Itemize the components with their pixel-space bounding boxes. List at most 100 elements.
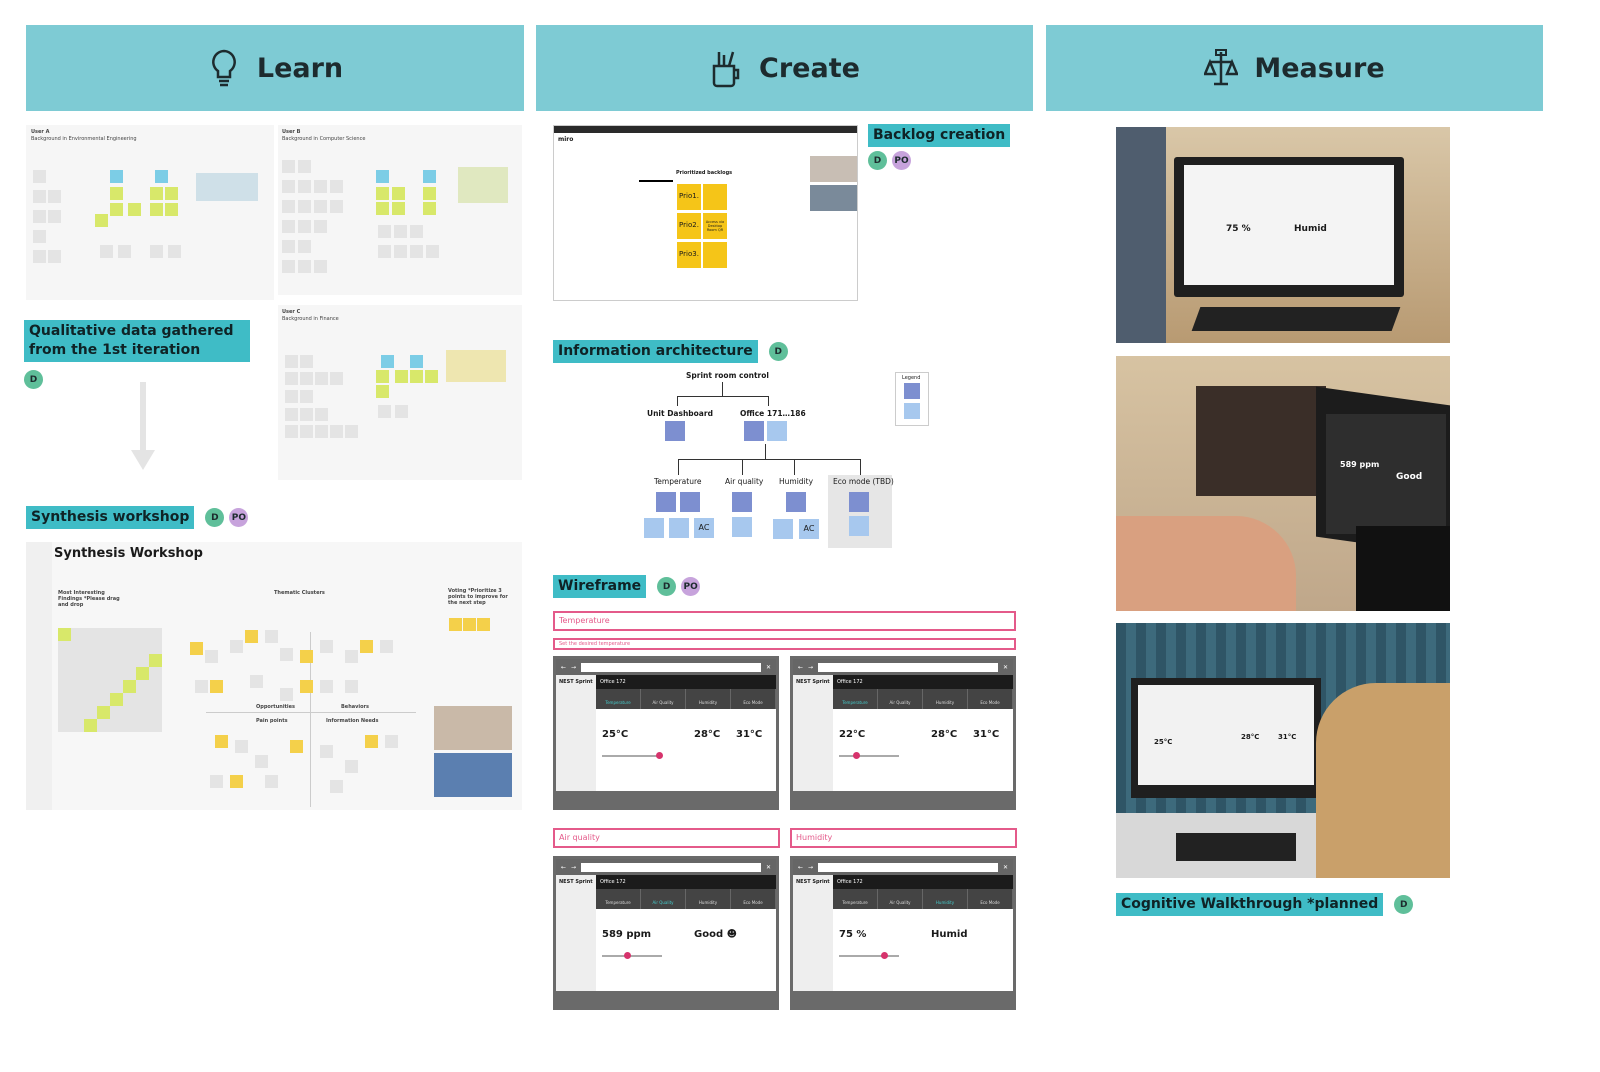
sticky-note	[314, 180, 327, 193]
close-icon[interactable]: ✕	[1002, 663, 1008, 671]
sticky-note	[123, 693, 136, 706]
sticky-note	[285, 390, 298, 403]
screen-value: 28°C	[1241, 733, 1260, 741]
url-field[interactable]	[818, 862, 998, 872]
close-icon[interactable]: ✕	[1002, 863, 1008, 871]
section-air-quality: Air quality	[553, 828, 780, 848]
slider[interactable]	[602, 955, 662, 957]
browser-bar: ← → ✕	[793, 659, 1013, 675]
sticky-note	[33, 230, 46, 243]
slider-handle[interactable]	[656, 752, 663, 759]
sticky-note	[380, 640, 393, 653]
wireframe-tab[interactable]: Temperature	[596, 689, 641, 709]
forward-icon[interactable]: →	[808, 863, 814, 871]
close-icon[interactable]: ✕	[765, 663, 771, 671]
url-field[interactable]	[818, 662, 998, 672]
slider[interactable]	[839, 755, 899, 757]
wireframe-tab[interactable]: Air Quality	[878, 889, 923, 909]
sticky-note	[71, 641, 84, 654]
section-temperature-sub: Set the desired temperature	[553, 638, 1016, 650]
sticky-note	[298, 260, 311, 273]
wireframe-tab[interactable]: Air Quality	[641, 889, 686, 909]
forward-icon[interactable]: →	[808, 663, 814, 671]
screen-value: 75 %	[1226, 224, 1251, 234]
wireframe-tab[interactable]: Eco Mode	[731, 889, 776, 909]
sticky-note	[285, 372, 298, 385]
sticky-note	[123, 667, 136, 680]
sticky-note	[48, 250, 61, 263]
sticky-note	[423, 170, 436, 183]
back-icon[interactable]: ←	[798, 663, 804, 671]
sticky-note	[449, 618, 462, 631]
sticky-note	[123, 680, 136, 693]
wireframe-tab[interactable]: Humidity	[686, 689, 731, 709]
wireframe-tab[interactable]: Eco Mode	[968, 689, 1013, 709]
close-icon[interactable]: ✕	[765, 863, 771, 871]
ia-node: Eco mode (TBD)	[833, 477, 894, 486]
wireframe-tab[interactable]: Eco Mode	[731, 689, 776, 709]
sticky-note	[205, 650, 218, 663]
url-field[interactable]	[581, 662, 761, 672]
sticky-note	[285, 408, 298, 421]
miro-toolbar[interactable]	[26, 542, 52, 810]
slider[interactable]	[602, 755, 662, 757]
sticky-note	[410, 225, 423, 238]
forward-icon[interactable]: →	[571, 663, 577, 671]
sticky-note	[423, 187, 436, 200]
sticky-note	[84, 706, 97, 719]
sticky-note	[298, 200, 311, 213]
back-icon[interactable]: ←	[561, 663, 567, 671]
screen-value: Humid	[1294, 224, 1327, 234]
sticky-note	[230, 775, 243, 788]
sticky-note	[84, 654, 97, 667]
wireframe-tab[interactable]: Eco Mode	[968, 889, 1013, 909]
sticky-note	[290, 740, 303, 753]
wireframe-tab[interactable]: Temperature	[833, 689, 878, 709]
sticky-note	[136, 693, 149, 706]
url-field[interactable]	[581, 862, 761, 872]
ia-node: Office 171…186	[740, 409, 806, 418]
sticky-note	[477, 618, 490, 631]
wireframe-tab[interactable]: Humidity	[686, 889, 731, 909]
screen-value: 31°C	[1278, 733, 1297, 741]
sticky-note	[300, 408, 313, 421]
sticky-note	[330, 780, 343, 793]
wireframe-tab[interactable]: Humidity	[923, 689, 968, 709]
user-c-board: User C Background in Finance	[278, 305, 522, 480]
sticky-note	[298, 180, 311, 193]
measure-title: Measure	[1254, 52, 1385, 84]
back-icon[interactable]: ←	[798, 863, 804, 871]
wireframe-tab[interactable]: Temperature	[833, 889, 878, 909]
sticky-note	[58, 641, 71, 654]
wireframe-tab[interactable]: Humidity	[923, 889, 968, 909]
sticky-note	[58, 667, 71, 680]
sticky-note	[280, 648, 293, 661]
back-icon[interactable]: ←	[561, 863, 567, 871]
sticky-note	[360, 640, 373, 653]
sticky-note	[71, 654, 84, 667]
wireframe-tab[interactable]: Temperature	[596, 889, 641, 909]
slider-handle[interactable]	[881, 952, 888, 959]
arrow-head-icon	[131, 450, 155, 470]
slider-handle[interactable]	[853, 752, 860, 759]
slider[interactable]	[839, 955, 899, 957]
sticky-note	[110, 187, 123, 200]
sticky-note	[149, 667, 162, 680]
sticky-note	[265, 630, 278, 643]
avatar-product-owner: PO	[681, 577, 701, 596]
sticky-note	[345, 650, 358, 663]
wireframe-value: 75 %	[839, 929, 867, 940]
slider-handle[interactable]	[624, 952, 631, 959]
wireframe-value: Good ☻	[694, 929, 738, 940]
sticky-note	[385, 735, 398, 748]
wireframe-tab[interactable]: Air Quality	[878, 689, 923, 709]
wireframe-tab[interactable]: Air Quality	[641, 689, 686, 709]
sticky-note	[280, 688, 293, 701]
photo-user-test-2: 589 ppm Good	[1116, 356, 1450, 611]
forward-icon[interactable]: →	[571, 863, 577, 871]
wireframe-footer	[556, 791, 776, 807]
